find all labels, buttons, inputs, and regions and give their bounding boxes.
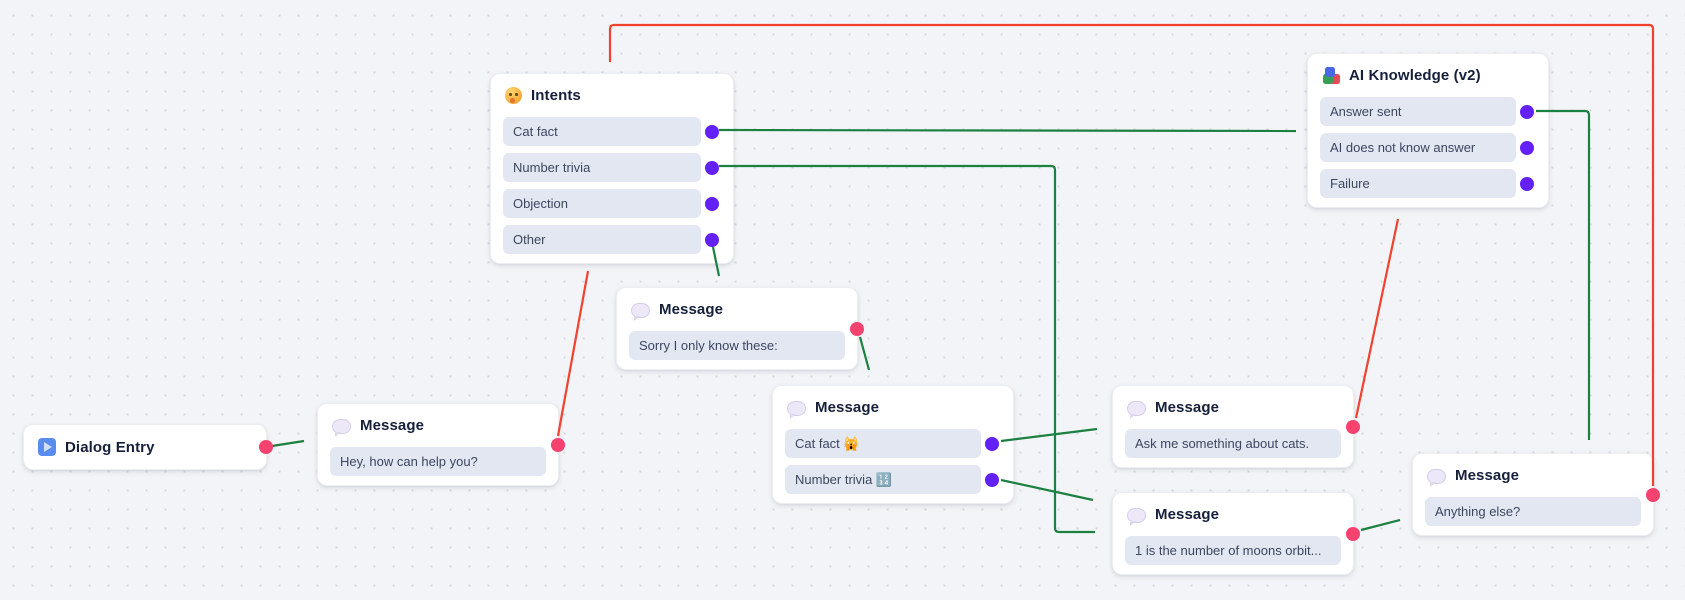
output-port[interactable] [705, 232, 719, 247]
speech-balloon-icon [332, 418, 351, 437]
outcome-item[interactable]: Failure [1320, 169, 1534, 198]
option-item[interactable]: Cat fact 🙀 [785, 429, 999, 458]
output-port[interactable] [705, 196, 719, 211]
intent-label: Other [513, 232, 546, 247]
message-text: Ask me something about cats. [1135, 436, 1310, 451]
node-title: Message [360, 417, 425, 434]
output-port[interactable] [985, 436, 999, 451]
intent-label: Cat fact [513, 124, 558, 139]
node-title: Message [1155, 399, 1220, 416]
outcome-label: AI does not know answer [1330, 140, 1476, 155]
edge-cats-to-aiknowledge [1354, 218, 1400, 419]
speech-balloon-icon [631, 302, 650, 321]
output-port[interactable] [1520, 176, 1534, 191]
node-title: Message [1455, 467, 1520, 484]
ai-knowledge-node[interactable]: AI Knowledge (v2) Answer sent AI does no… [1307, 53, 1549, 208]
message-text-item[interactable]: 1 is the number of moons orbit... [1125, 536, 1341, 565]
message-text: Sorry I only know these: [639, 338, 778, 353]
intent-label: Objection [513, 196, 568, 211]
message-text: Hey, how can help you? [340, 454, 478, 469]
output-port[interactable] [985, 472, 999, 487]
edge-numbertrivia-option-to-moons [1000, 478, 1094, 502]
speech-balloon-icon [787, 400, 806, 419]
edge-entry-to-hey [271, 439, 305, 448]
outcome-label: Answer sent [1330, 104, 1402, 119]
output-port[interactable] [259, 440, 273, 454]
edge-moons-to-anything [1360, 518, 1401, 532]
message-text-item[interactable]: Sorry I only know these: [629, 331, 845, 360]
speech-balloon-icon [1127, 400, 1146, 419]
output-port[interactable] [705, 160, 719, 175]
node-title: Dialog Entry [65, 438, 155, 456]
output-port[interactable] [1346, 420, 1360, 434]
message-node-anything[interactable]: Message Anything else? [1412, 453, 1660, 536]
node-title: Message [815, 399, 880, 416]
play-icon [38, 438, 56, 456]
output-port[interactable] [1346, 527, 1360, 541]
dialog-entry-node[interactable]: Dialog Entry [23, 424, 273, 470]
outcome-label: Failure [1330, 176, 1370, 191]
speech-balloon-icon [1427, 468, 1446, 487]
message-node-hey[interactable]: Message Hey, how can help you? [317, 403, 565, 486]
edge-hey-to-intents [556, 270, 590, 437]
speech-balloon-icon [1127, 507, 1146, 526]
output-port[interactable] [1520, 140, 1534, 155]
message-text-item[interactable]: Ask me something about cats. [1125, 429, 1341, 458]
message-text: 1 is the number of moons orbit... [1135, 543, 1322, 558]
node-title: Intents [531, 87, 581, 104]
message-text-item[interactable]: Hey, how can help you? [330, 447, 546, 476]
option-label: Cat fact 🙀 [795, 436, 860, 451]
intent-item[interactable]: Number trivia [503, 153, 719, 182]
edge-sorry-to-options [858, 336, 871, 371]
node-title: AI Knowledge (v2) [1349, 67, 1481, 84]
message-node-moons[interactable]: Message 1 is the number of moons orbit..… [1112, 492, 1360, 575]
layered-squares-icon [1322, 66, 1340, 85]
intent-item[interactable]: Objection [503, 189, 719, 218]
intent-label: Number trivia [513, 160, 591, 175]
edge-catfact-option-to-cats [1000, 427, 1098, 443]
node-title: Message [659, 301, 724, 318]
output-port[interactable] [1646, 488, 1660, 502]
option-item[interactable]: Number trivia 🔢 [785, 465, 999, 494]
option-label: Number trivia 🔢 [795, 472, 893, 487]
intents-node[interactable]: Intents Cat fact Number trivia Objection… [490, 73, 734, 264]
intent-item[interactable]: Other [503, 225, 719, 254]
intent-item[interactable]: Cat fact [503, 117, 719, 146]
message-text-item[interactable]: Anything else? [1425, 497, 1641, 526]
edge-catfact-intent-to-aiknowledge [718, 128, 1297, 133]
output-port[interactable] [705, 124, 719, 139]
outcome-item[interactable]: Answer sent [1320, 97, 1534, 126]
outcome-item[interactable]: AI does not know answer [1320, 133, 1534, 162]
output-port[interactable] [551, 438, 565, 452]
output-port[interactable] [850, 322, 864, 336]
node-title: Message [1155, 506, 1220, 523]
message-node-cats[interactable]: Message Ask me something about cats. [1112, 385, 1360, 468]
thinking-face-icon [505, 87, 522, 104]
output-port[interactable] [1520, 104, 1534, 119]
message-node-options[interactable]: Message Cat fact 🙀 Number trivia 🔢 [772, 385, 1014, 504]
message-node-sorry[interactable]: Message Sorry I only know these: [616, 287, 864, 370]
message-text: Anything else? [1435, 504, 1521, 519]
